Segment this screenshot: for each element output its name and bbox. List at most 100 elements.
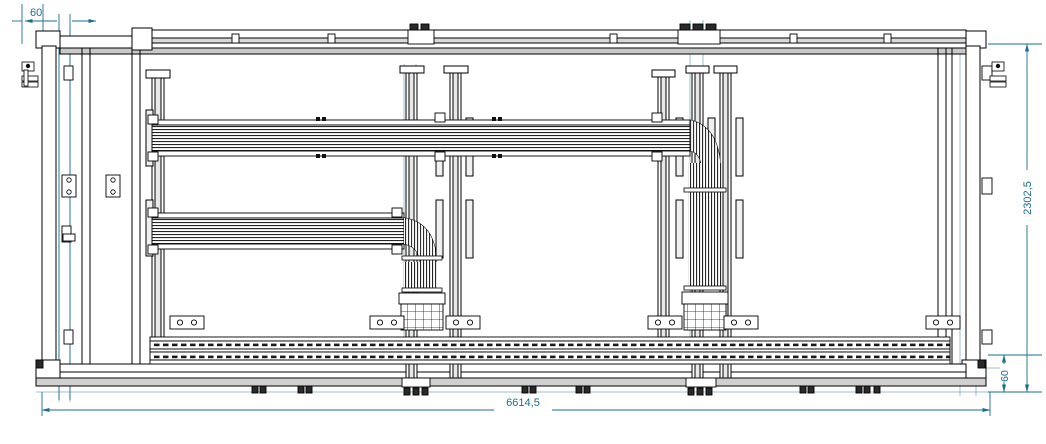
column-upright-c-web: [452, 65, 459, 379]
terminal-block-left: [400, 303, 444, 331]
foot-3b: [529, 385, 537, 394]
column-stiffener-f1: [735, 117, 744, 177]
busbar-marker-3: [316, 154, 320, 158]
lock-hole-0a: [66, 177, 72, 183]
dim-label-width: 6614,5: [506, 397, 540, 409]
dim-label-height: 2302,5: [1022, 181, 1034, 215]
lock-hole-0b: [66, 189, 72, 195]
top-connector-lug-l1: [409, 23, 419, 31]
mount-hole-3b: [466, 319, 474, 326]
cable-drop-right: [688, 163, 722, 290]
busbar-marker-7: [492, 154, 496, 158]
mount-hole-1a: [176, 319, 184, 326]
busbar-lower-top: [151, 212, 405, 219]
hinge-plate-left-3: [63, 329, 74, 345]
frame-bottom-rail: [59, 363, 967, 373]
mount-bracket-2: [369, 315, 405, 330]
bracket-layer: [61, 65, 993, 345]
frame-base-plinth: [35, 377, 987, 387]
left-detail-block-b: [21, 75, 39, 82]
cable-tray-layer: [149, 336, 951, 365]
busbar-marker-2: [322, 117, 326, 121]
foot-2b: [305, 385, 313, 394]
top-connector-layer: [231, 23, 892, 45]
cable-tray-perforation-a: [149, 340, 951, 350]
lock-plate-1: [105, 174, 121, 198]
mount-bracket-6: [925, 315, 961, 330]
dim-label-top-left: 60: [30, 7, 42, 19]
frame-bottom-rail-b: [59, 371, 967, 379]
busbar-hanger-c2: [147, 244, 159, 255]
hinge-plate-right-0: [981, 65, 993, 81]
mount-hole-6b: [946, 319, 954, 326]
top-connector-housing-right: [677, 29, 721, 45]
busbar-marker-8: [498, 154, 502, 158]
lock-hole-1a: [110, 177, 116, 183]
column-cap-b: [399, 65, 425, 74]
cable-drop-left: [404, 262, 438, 292]
column-stiffener-b2: [435, 199, 444, 259]
frame-corner-top-left: [35, 30, 61, 49]
hinge-tab-left-2: [62, 233, 76, 242]
foot-1b: [259, 385, 267, 394]
cable-tray-perforation-b: [149, 351, 951, 361]
cable-clamp-right-top: [683, 187, 727, 193]
panel-bracket-top-left: [131, 27, 153, 51]
cable-clamp-left-top: [401, 255, 443, 261]
dim-label-60-right: 60: [999, 370, 1011, 382]
frame-top-rail-shadow: [59, 47, 967, 55]
mount-hole-5a: [730, 319, 738, 326]
foot-c1a: [403, 387, 411, 396]
column-cap-c: [443, 65, 469, 74]
foot-5b: [807, 385, 815, 394]
busbar-marker-4: [322, 154, 326, 158]
mount-bracket-4: [647, 315, 683, 330]
cable-tray-rail-bot: [149, 359, 951, 365]
top-rail-splice-1: [231, 33, 240, 44]
cable-tray-mid: [149, 348, 951, 353]
cable-gland-left: [398, 292, 446, 305]
mount-hole-2a: [376, 319, 384, 326]
top-connector-lug-r3: [705, 23, 717, 31]
foot-6b: [863, 385, 871, 394]
busbar-hanger-a2: [147, 151, 159, 162]
top-rail-splice-3: [609, 33, 618, 44]
foot-c1b: [412, 387, 420, 396]
foot-corner-right: [977, 359, 986, 369]
terminal-block-right: [683, 303, 727, 331]
busbar-hanger-e2: [651, 151, 663, 162]
foot-c2a: [687, 387, 695, 396]
foot-2a: [297, 385, 305, 394]
busbar-hanger-d1: [391, 207, 403, 218]
foot-plate-center-left: [401, 377, 431, 388]
mount-hole-2b: [390, 319, 398, 326]
column-stiffener-c2: [465, 199, 474, 259]
cable-bend-left: [398, 217, 446, 331]
mount-bracket-1: [169, 315, 205, 330]
frame-top-rail-band-b: [149, 42, 967, 49]
right-detail-block-c: [989, 81, 1007, 88]
top-rail-splice-2: [327, 33, 336, 44]
mount-hole-5b: [744, 319, 752, 326]
mount-hole-3a: [452, 319, 460, 326]
busbar-hanger-b1: [434, 112, 446, 123]
top-rail-splice-5: [883, 33, 892, 44]
top-connector-housing-left: [407, 29, 435, 45]
frame-post-right: [965, 45, 981, 365]
busbar-hanger-c1: [147, 207, 159, 218]
hinge-plate-left-0: [63, 65, 74, 81]
lock-hole-1b: [110, 189, 116, 195]
cable-bend-right: [681, 119, 729, 331]
foot-corner-left: [35, 359, 44, 369]
left-detail-bolt-a: [25, 63, 31, 69]
cable-gland-right: [681, 291, 729, 305]
top-connector-lug-r1: [679, 23, 691, 31]
column-cap-d: [651, 69, 676, 78]
column-stiffener-d2: [675, 199, 684, 259]
top-rail-splice-4: [789, 33, 798, 44]
left-detail-block-c: [21, 81, 39, 88]
busbar-marker-1: [316, 117, 320, 121]
foot-4a: [575, 385, 583, 394]
busbar-hanger-a1: [147, 114, 159, 125]
